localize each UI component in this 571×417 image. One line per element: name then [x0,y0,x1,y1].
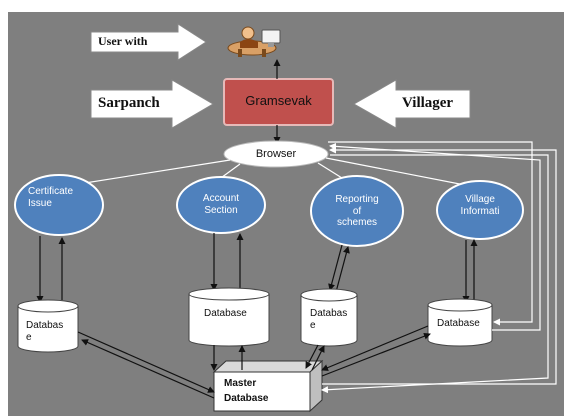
database-3-label-line1: Databas [310,308,348,319]
reporting-label-line1: Reporting [335,194,379,205]
database-1-label-line2: e [26,331,32,343]
account-label: Account Section [196,193,246,216]
gramsevak-label: Gramsevak [245,93,312,108]
browser-label: Browser [255,148,297,160]
master-database-label: Master Database [224,378,268,404]
database-3-label-line2: e [310,319,316,331]
database-1 [17,299,79,353]
database-3 [300,288,358,347]
process-village-information [436,180,524,240]
village-label: Village Informati [455,194,505,217]
database-2-label-line1: Database [204,308,247,319]
account-label-line2: Section [204,204,238,216]
village-label-line2: Informati [460,205,500,217]
database-4-label: Database [437,318,480,330]
village-label-line1: Village [465,194,495,205]
process-account-section [176,176,266,234]
user-with-arrow [90,23,207,61]
master-label-line2: Database [224,392,269,404]
villager-arrow [352,79,471,129]
certificate-label-line2: Issue [28,197,52,209]
certificate-label: Certificate Issue [28,186,78,209]
database-1-label-line1: Databas [26,320,64,331]
sarpanch-arrow [90,79,214,129]
database-2-label: Database [204,308,247,320]
certificate-label-line1: Certificate [28,186,74,197]
database-3-label: Databas e [310,308,347,331]
villager-label: Villager [402,95,454,111]
process-reporting-schemes [310,175,404,247]
process-certificate-issue [14,174,104,236]
person-at-desk-icon [227,26,281,57]
sarpanch-label: Sarpanch [98,95,160,111]
reporting-label-line2: of [352,205,362,217]
reporting-label-line3: schemes [336,217,377,228]
database-1-label: Databas e [26,320,63,343]
account-label-line1: Account [202,193,240,204]
user-with-label: User with [98,34,148,48]
reporting-label: Reporting of schemes [330,194,384,229]
master-database-box [212,359,324,413]
master-label-line1: Master [224,378,257,389]
database-4 [427,298,493,347]
database-4-label-line1: Database [437,318,480,329]
database-2 [188,287,270,347]
gramsevak-box [223,78,334,126]
browser-node [223,140,329,168]
